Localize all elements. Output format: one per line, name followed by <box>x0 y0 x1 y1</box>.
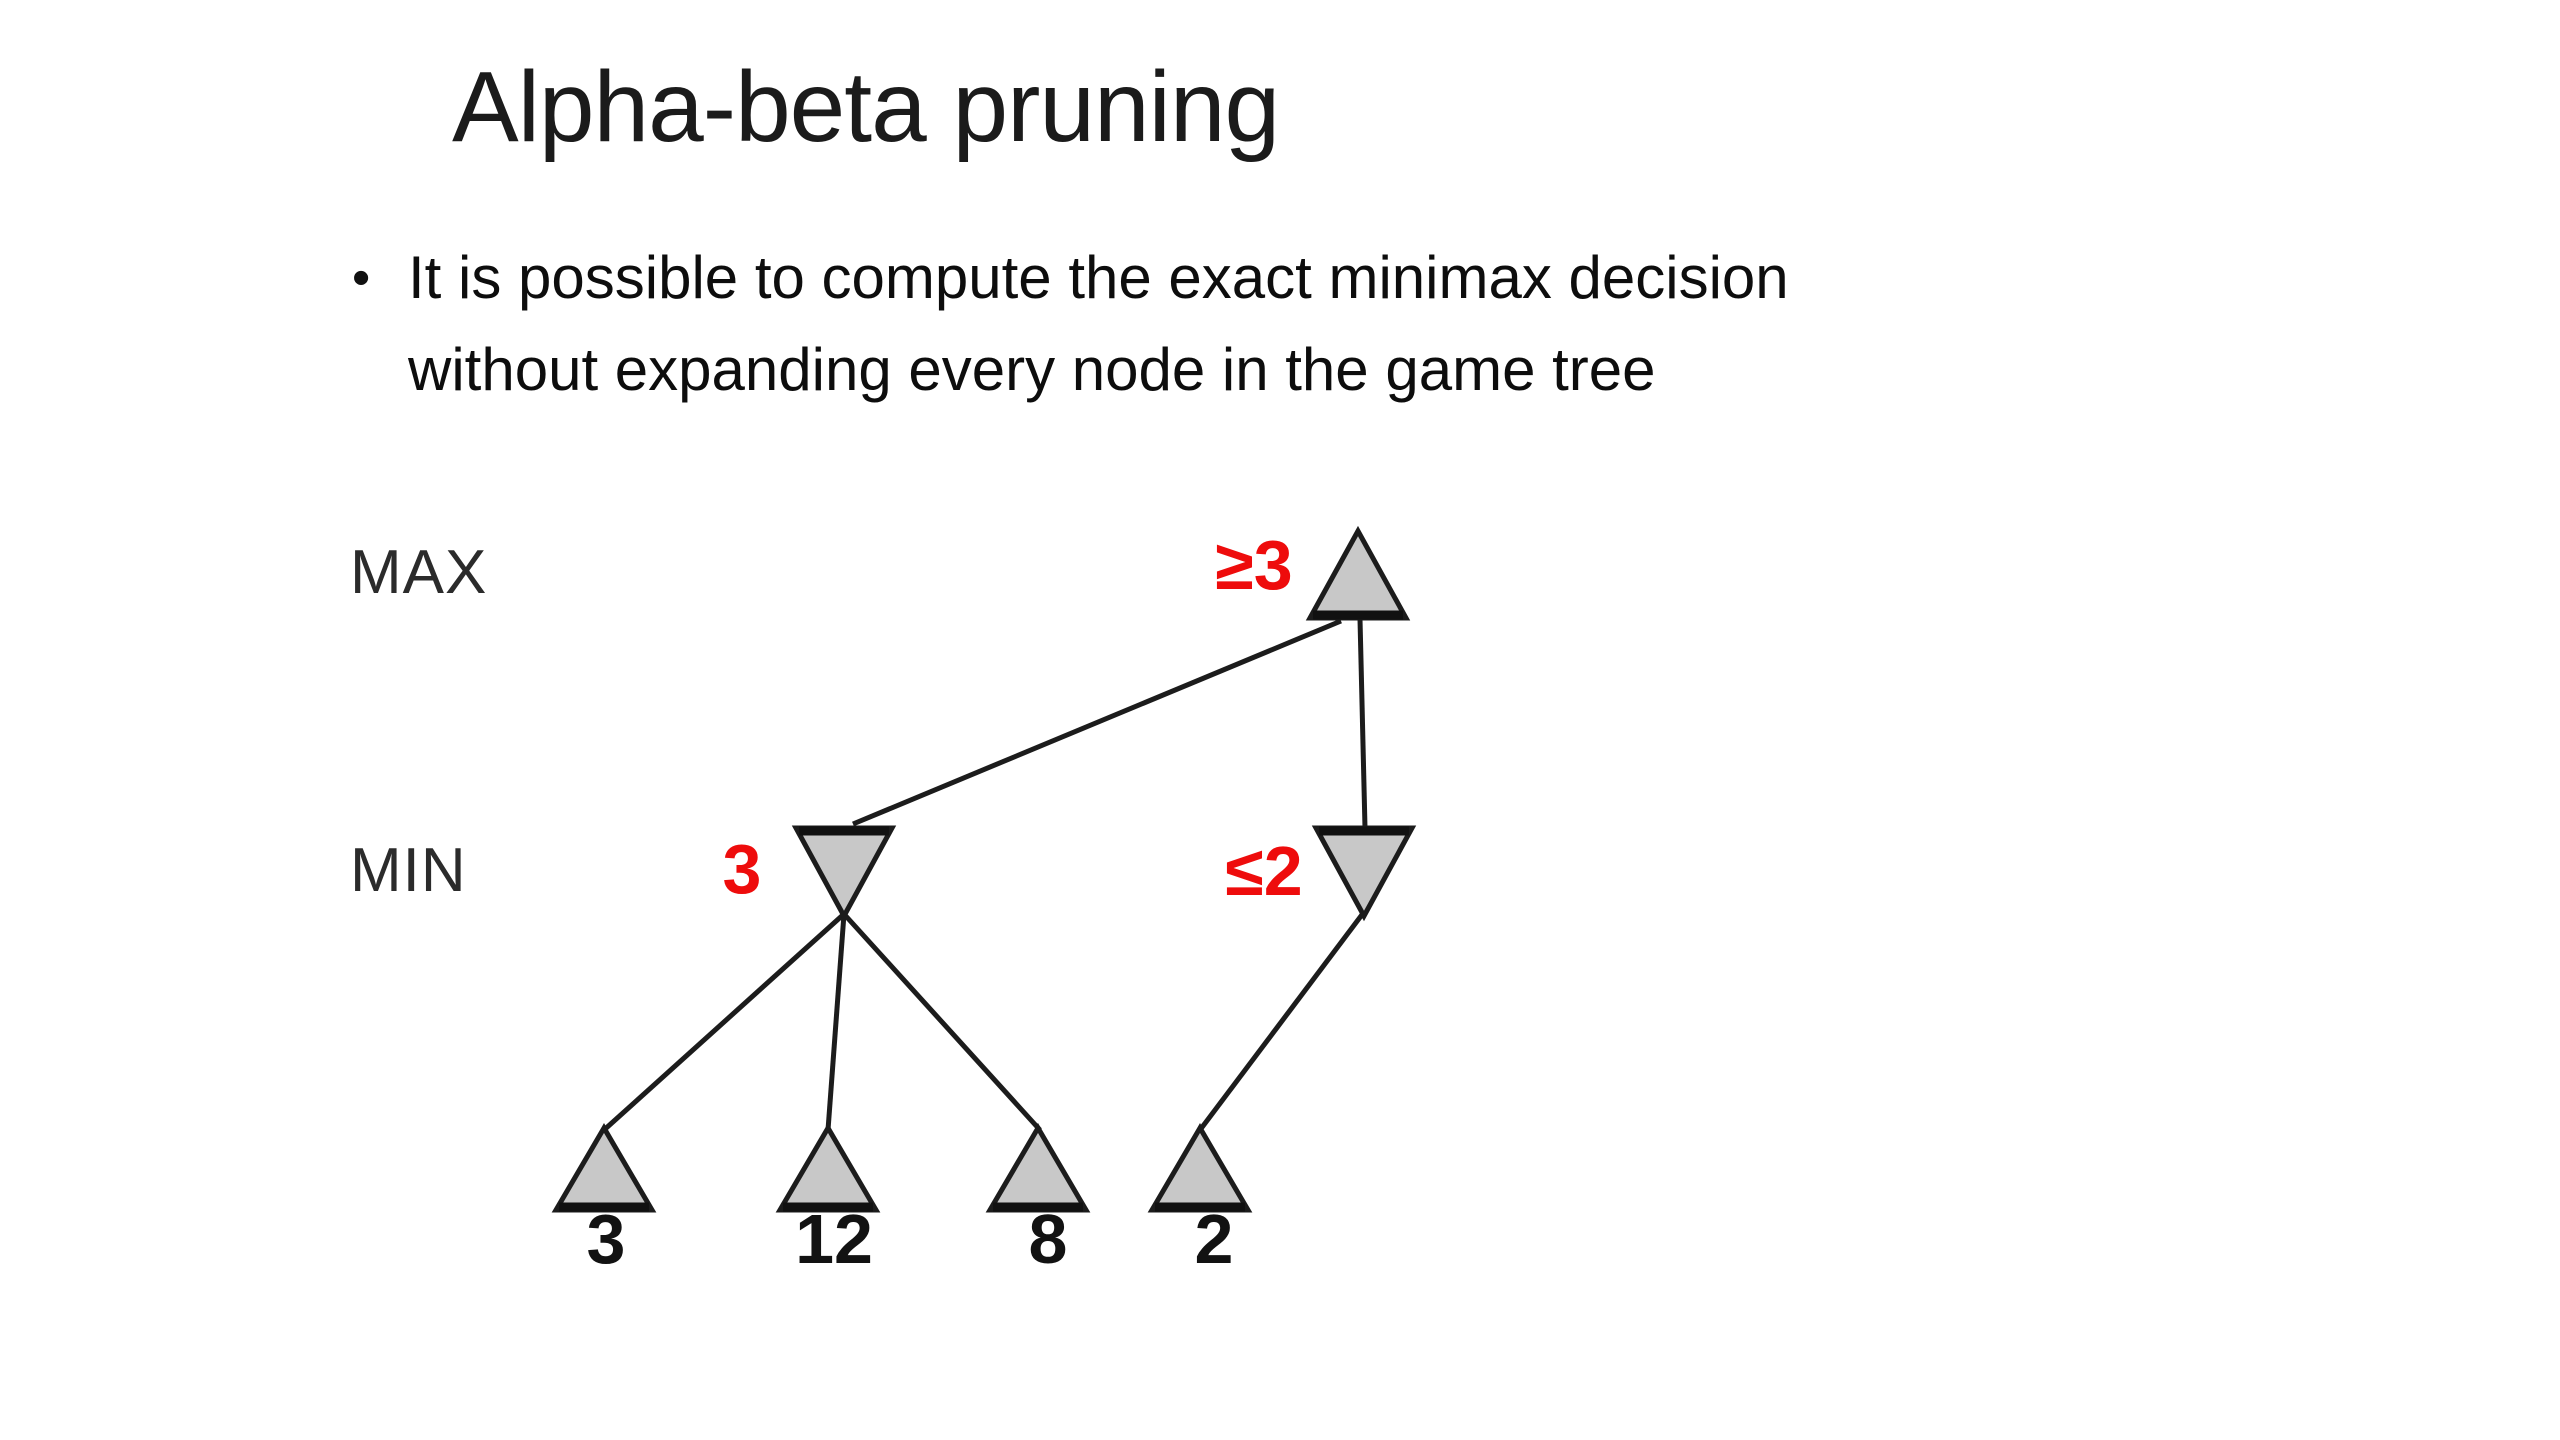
max-row-label: MAX <box>350 538 488 607</box>
leaf-value-1: 3 <box>586 1200 626 1278</box>
leaf-node-2-triangle <box>775 1123 881 1213</box>
leaf-node-1-triangle <box>551 1123 657 1213</box>
edge-min-left-to-leaf-2 <box>825 913 847 1131</box>
min-left-node-value: 3 <box>722 830 762 908</box>
edge-min-left-to-leaf-1 <box>602 912 846 1132</box>
page-title: Alpha-beta pruning <box>452 51 1280 163</box>
leaf-value-4: 2 <box>1194 1200 1234 1278</box>
min-right-node-triangle <box>1311 825 1417 922</box>
bullet-line-1: It is possible to compute the exact mini… <box>408 244 1789 311</box>
edge-min-left-to-leaf-3 <box>842 912 1042 1132</box>
leaf-value-2: 12 <box>795 1200 873 1278</box>
leaf-node-3-triangle <box>985 1123 1091 1213</box>
root-node-annotation: ≥3 <box>1215 526 1293 604</box>
edge-root-to-min-right <box>1357 618 1368 829</box>
min-left-node-triangle <box>791 825 897 922</box>
bullet-marker: • <box>352 249 371 307</box>
edge-root-to-min-left <box>852 618 1342 827</box>
min-right-node-annotation: ≤2 <box>1225 832 1303 910</box>
bullet-text: It is possible to compute the exact mini… <box>408 232 1789 416</box>
bullet-item: • It is possible to compute the exact mi… <box>352 232 1789 416</box>
min-row-label: MIN <box>350 836 467 905</box>
leaf-value-3: 8 <box>1028 1200 1068 1278</box>
max-root-node-triangle <box>1305 525 1411 621</box>
bullet-line-2: without expanding every node in the game… <box>408 336 1656 403</box>
leaf-node-4-triangle <box>1147 1123 1253 1213</box>
edge-min-right-to-leaf-4 <box>1198 910 1366 1132</box>
